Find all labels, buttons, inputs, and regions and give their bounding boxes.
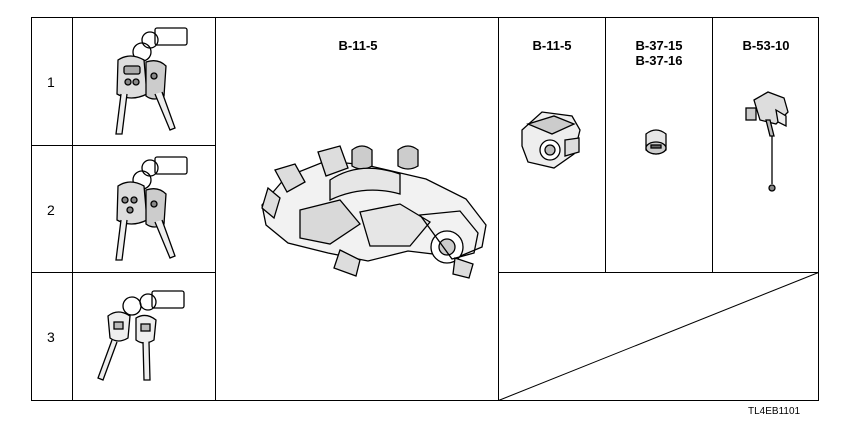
diagram-code: TL4EB1101 [748,406,801,417]
remote-key-set-icon [115,156,188,261]
remote-key-set-icon [115,27,188,135]
part-code-line1: B-37-15 [635,38,683,53]
plain-key-set-icon [97,290,185,381]
part-code: B-11-5 [338,38,378,53]
part-code-line2: B-37-16 [635,53,683,68]
empty-cell-diagonal [498,272,819,401]
part-code: B-11-5 [532,38,572,53]
row-number: 2 [47,202,55,218]
key-cylinder-icon [645,129,667,155]
steering-lock-icon [521,111,581,169]
row-number: 1 [47,74,55,90]
ignition-switch-rod-icon [745,91,789,192]
table-grid [31,17,819,401]
row-number: 3 [47,329,55,345]
part-code: B-53-10 [742,38,790,53]
ignition-switch-assembly-icon [261,145,487,279]
